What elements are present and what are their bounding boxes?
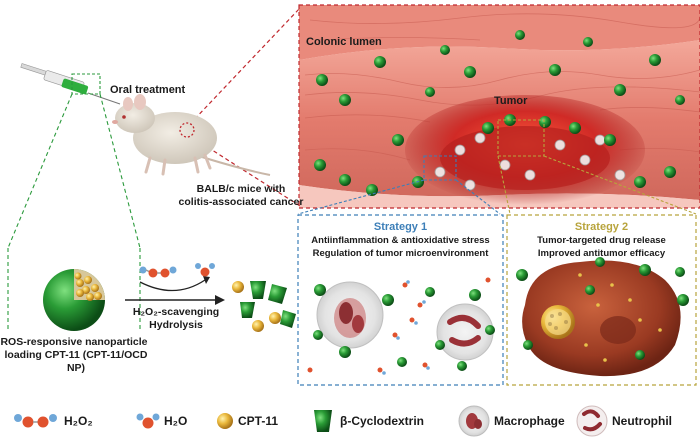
oral-treatment-label: Oral treatment (110, 84, 186, 96)
macrophage-legend-icon (458, 405, 490, 437)
strategy1-title: Strategy 1 (373, 221, 428, 233)
cyclodextrin-legend-icon (314, 410, 332, 432)
neutrophil-legend-icon (576, 405, 608, 437)
strategy1-illustration (307, 277, 495, 375)
strategy2-zoom-source (497, 119, 545, 157)
mouse-zoom-lines (189, 7, 301, 207)
mouse (112, 94, 271, 176)
h2o-legend-icon (136, 413, 160, 429)
colon-nanoparticles (314, 30, 685, 196)
legend-icons (14, 405, 608, 437)
strategy2-title: Strategy 2 (574, 221, 629, 233)
legend-neutrophil-label: Neutrophil (612, 414, 672, 428)
strategy2-line1: Tumor-targeted drug release (537, 235, 666, 246)
legend-cyclodextrin-label: β-Cyclodextrin (340, 414, 425, 428)
cpt11-legend-icon (217, 413, 233, 429)
legend-macrophage-label: Macrophage (494, 414, 565, 428)
nanoparticle-zoom-lines (7, 93, 141, 330)
syringe-zoom-box (71, 73, 101, 95)
strategy2-illustration (516, 257, 689, 377)
released-products (232, 281, 296, 332)
colonic-lumen-label: Colonic lumen (306, 36, 382, 48)
reaction (125, 263, 225, 305)
strategy1-line1: Antiinflammation & antioxidative stress (311, 235, 490, 246)
reaction-label-line1: H₂O₂-scavenging (132, 306, 220, 318)
strategy1-zoom-source (423, 155, 457, 181)
strategy-zoom-lines (297, 155, 697, 215)
nanoparticle-label-line1: ROS-responsive nanoparticle (0, 336, 148, 348)
syringe (20, 63, 121, 105)
strategy2-line2: Improved antitumor efficacy (537, 248, 666, 259)
legend-h2o-label: H₂O (164, 414, 188, 428)
colon-tissue-panel (299, 5, 700, 208)
tumor-immune-cells (434, 132, 626, 191)
legend-cpt11-label: CPT-11 (238, 414, 279, 428)
tumor-label: Tumor (494, 95, 528, 107)
nanoparticle-label-line2: loading CPT-11 (CPT-11/OCD NP) (4, 349, 148, 374)
mice-label-line2: colitis-associated cancer (178, 196, 304, 208)
h2o2-legend-icon (14, 414, 57, 428)
cpt11-ocd-nanoparticle (43, 269, 105, 331)
reaction-label-line2: Hydrolysis (149, 319, 203, 331)
mice-label-line1: BALB/c mice with (196, 183, 286, 195)
legend-h2o2-label: H₂O₂ (64, 414, 93, 428)
strategy1-line2: Regulation of tumor microenvironment (312, 248, 489, 259)
colon-panel-border (298, 4, 700, 209)
